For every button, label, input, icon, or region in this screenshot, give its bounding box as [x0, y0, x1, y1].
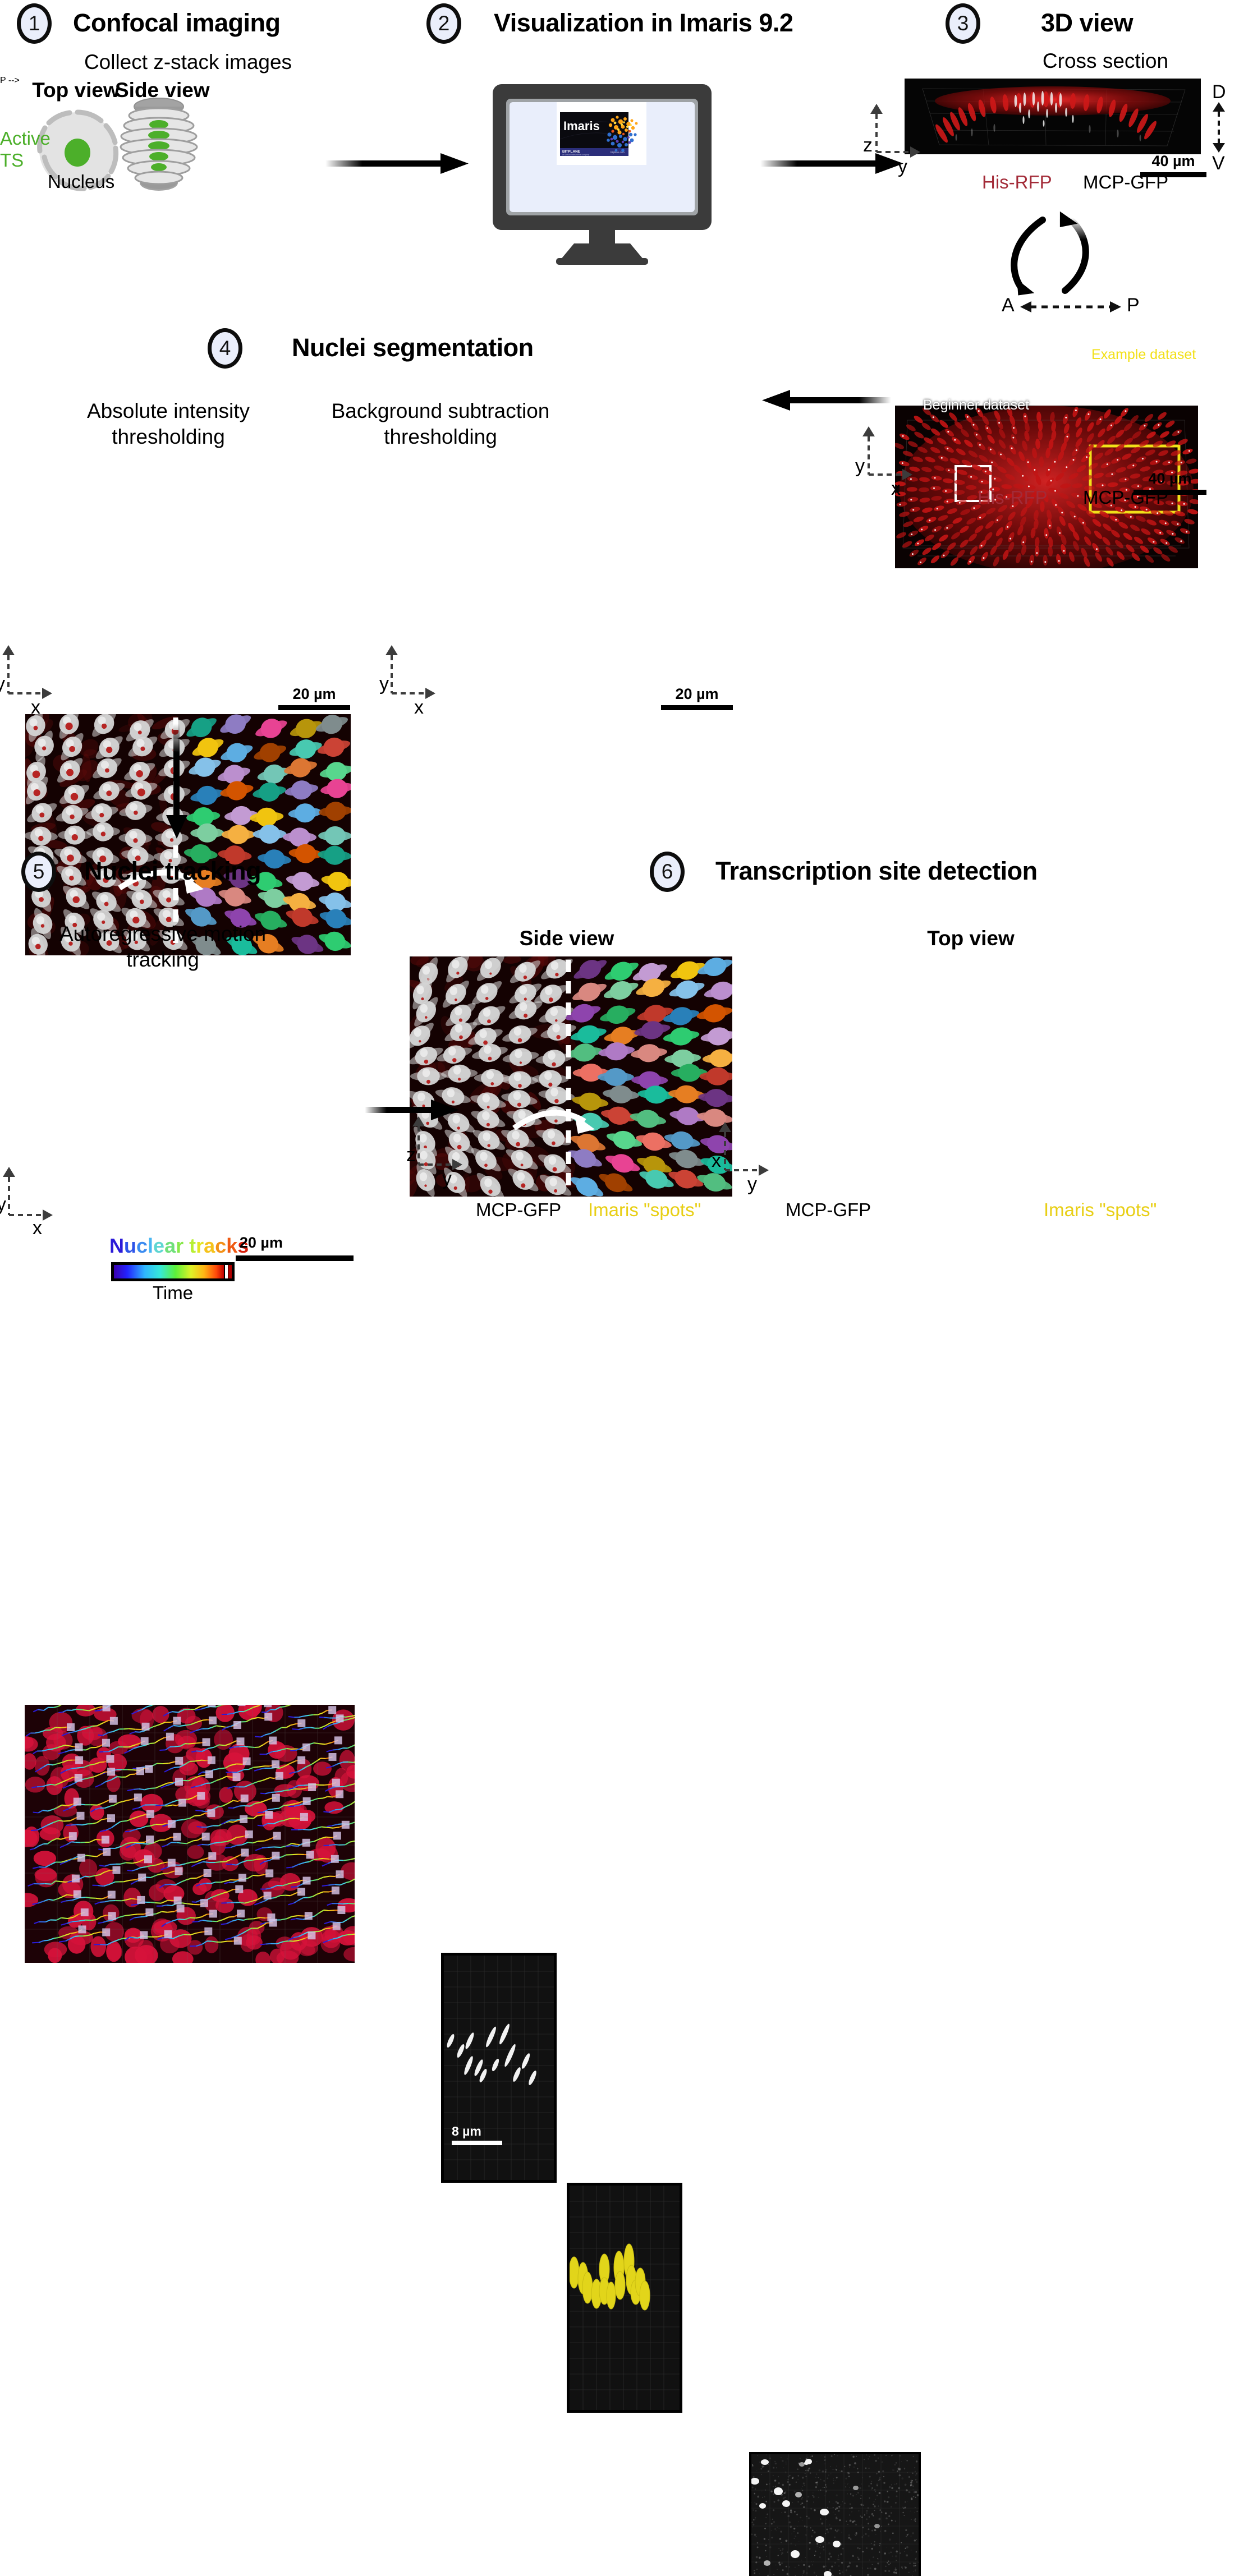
svg-text:BITPLANE: BITPLANE — [562, 150, 581, 154]
scalebar-label-seg-b: 20 µm — [661, 686, 733, 703]
axes-xy-tracking — [0, 1167, 54, 1229]
dorsal-ventral-arrow-icon — [1211, 102, 1228, 153]
axis-label-y: y — [898, 156, 907, 178]
step-number-2: 2 — [426, 3, 461, 44]
top-view-heading: Top view — [892, 927, 1049, 950]
step-4-title: Nuclei segmentation — [292, 333, 534, 362]
step-2-badge: 2 — [426, 3, 461, 44]
arrow-dataset-to-segmentation — [762, 387, 891, 415]
arrow-step4-to-step5 — [163, 724, 191, 841]
step-number-3: 3 — [946, 3, 980, 44]
axis-label-x-seg-a: x — [31, 697, 40, 719]
cycle-arrow-icon — [976, 208, 1105, 297]
imaris-splash-screen: Imaris BITPLANE an Oxford Instruments co… — [557, 102, 646, 165]
axis-label-y-dataset: y — [855, 456, 865, 477]
axis-label-x-tracking: x — [33, 1217, 42, 1239]
caption-topview-spots: Imaris "spots" — [1044, 1199, 1157, 1221]
segmentation-panel-2-subtitle: Background subtraction thresholding — [292, 398, 589, 450]
scalebar-label-topview: 5 µm — [757, 2573, 787, 2576]
step-5-badge: 5 — [21, 852, 56, 892]
axis-label-x-seg-b: x — [414, 697, 424, 719]
dorsal-label: D — [1212, 81, 1226, 103]
scalebar-tracking: 20 µm — [196, 1234, 286, 1252]
posterior-label: P — [1127, 295, 1140, 316]
step-1-title: Confocal imaging — [73, 8, 281, 38]
step-1-subtitle: Collect z-stack images — [45, 49, 331, 75]
scalebar-line-tracking — [236, 1255, 354, 1261]
axis-label-y-topview: y — [747, 1174, 757, 1195]
channel-label-mcp-gfp-3: MCP-GFP — [1083, 172, 1168, 193]
anterior-label: A — [1002, 295, 1015, 316]
step-number-4: 4 — [208, 328, 242, 369]
scalebar-seg-b: 20 µm — [661, 686, 733, 710]
axis-label-z: z — [863, 135, 873, 157]
scalebar-line-sideview — [452, 2141, 502, 2145]
nuclei-tracking-image — [25, 1705, 355, 1963]
roi-label-example: Example dataset — [1091, 347, 1196, 363]
arrow-step1-to-step2 — [325, 150, 471, 178]
svg-text:Imaris: Imaris — [563, 119, 600, 133]
axes-xy-seg-a — [0, 645, 53, 707]
step-2-title: Visualization in Imaris 9.2 — [494, 8, 793, 38]
channel-label-mcp-gfp-4: MCP-GFP — [1083, 487, 1168, 508]
side-view-heading: Side view — [488, 927, 645, 950]
time-colorbar — [111, 1262, 235, 1281]
zstack-side-view-diagram — [111, 94, 206, 192]
caption-sideview-mcpgfp: MCP-GFP — [476, 1199, 561, 1221]
axis-label-y-seg-b: y — [379, 673, 389, 695]
axis-label-y-sideview: y — [442, 1168, 452, 1190]
top-view-label: Top view — [31, 79, 121, 102]
step-number-1: 1 — [17, 3, 52, 44]
roi-label-beginner: Beginner dataset — [923, 397, 1029, 413]
nucleus-label: Nucleus — [48, 171, 114, 192]
scalebar-label-sideview: 8 µm — [452, 2124, 481, 2139]
scalebar-seg-a: 20 µm — [278, 686, 350, 710]
step-6-badge: 6 — [650, 852, 685, 892]
sideview-mcpgfp-image: 8 µm — [441, 1953, 557, 2183]
caption-topview-mcpgfp: MCP-GFP — [786, 1199, 871, 1221]
step-3-title: 3D view — [1041, 8, 1133, 38]
axis-label-x-dataset: x — [891, 478, 901, 500]
scalebar-label-tracking: 20 µm — [196, 1234, 286, 1252]
scalebar-label-dataset: 40 µm — [1134, 470, 1206, 487]
scalebar-label-seg-a: 20 µm — [278, 686, 350, 703]
anterior-posterior-arrow-icon — [1020, 298, 1121, 315]
active-ts-label: Active TS — [0, 128, 33, 172]
step-5-title: Nuclei tracking — [84, 857, 261, 886]
step-number-5: 5 — [21, 852, 56, 892]
channel-label-his-rfp-4: His-RFP — [978, 487, 1048, 508]
svg-text:an Oxford Instruments company: an Oxford Instruments company — [562, 154, 590, 156]
topview-mcpgfp-image: 5 µm — [749, 2452, 921, 2576]
channel-label-his-rfp-3: His-RFP — [982, 172, 1052, 193]
step-5-subtitle: Autoregressive motion tracking — [34, 921, 292, 973]
step-4-badge: 4 — [208, 328, 242, 369]
time-colorbar-label: Time — [111, 1282, 235, 1304]
ventral-label: V — [1212, 153, 1225, 174]
axis-label-x-topview: x — [712, 1150, 721, 1172]
step-3-badge: 3 — [946, 3, 980, 44]
axis-label-y-tracking: y — [0, 1194, 6, 1216]
step-3-subtitle: Cross section — [988, 48, 1223, 74]
caption-sideview-spots: Imaris "spots" — [588, 1199, 701, 1221]
cross-section-image — [905, 79, 1201, 154]
axis-label-z-sideview: z — [406, 1144, 416, 1166]
step-1-badge: 1 — [17, 3, 52, 44]
sideview-spots-image — [567, 2183, 682, 2413]
step-number-6: 6 — [650, 852, 685, 892]
scalebar-label: 40 µm — [1140, 153, 1206, 170]
step-6-title: Transcription site detection — [715, 857, 1038, 886]
axis-label-y-seg-a: y — [0, 673, 5, 695]
segmentation-panel-1-subtitle: Absolute intensity thresholding — [34, 398, 303, 450]
